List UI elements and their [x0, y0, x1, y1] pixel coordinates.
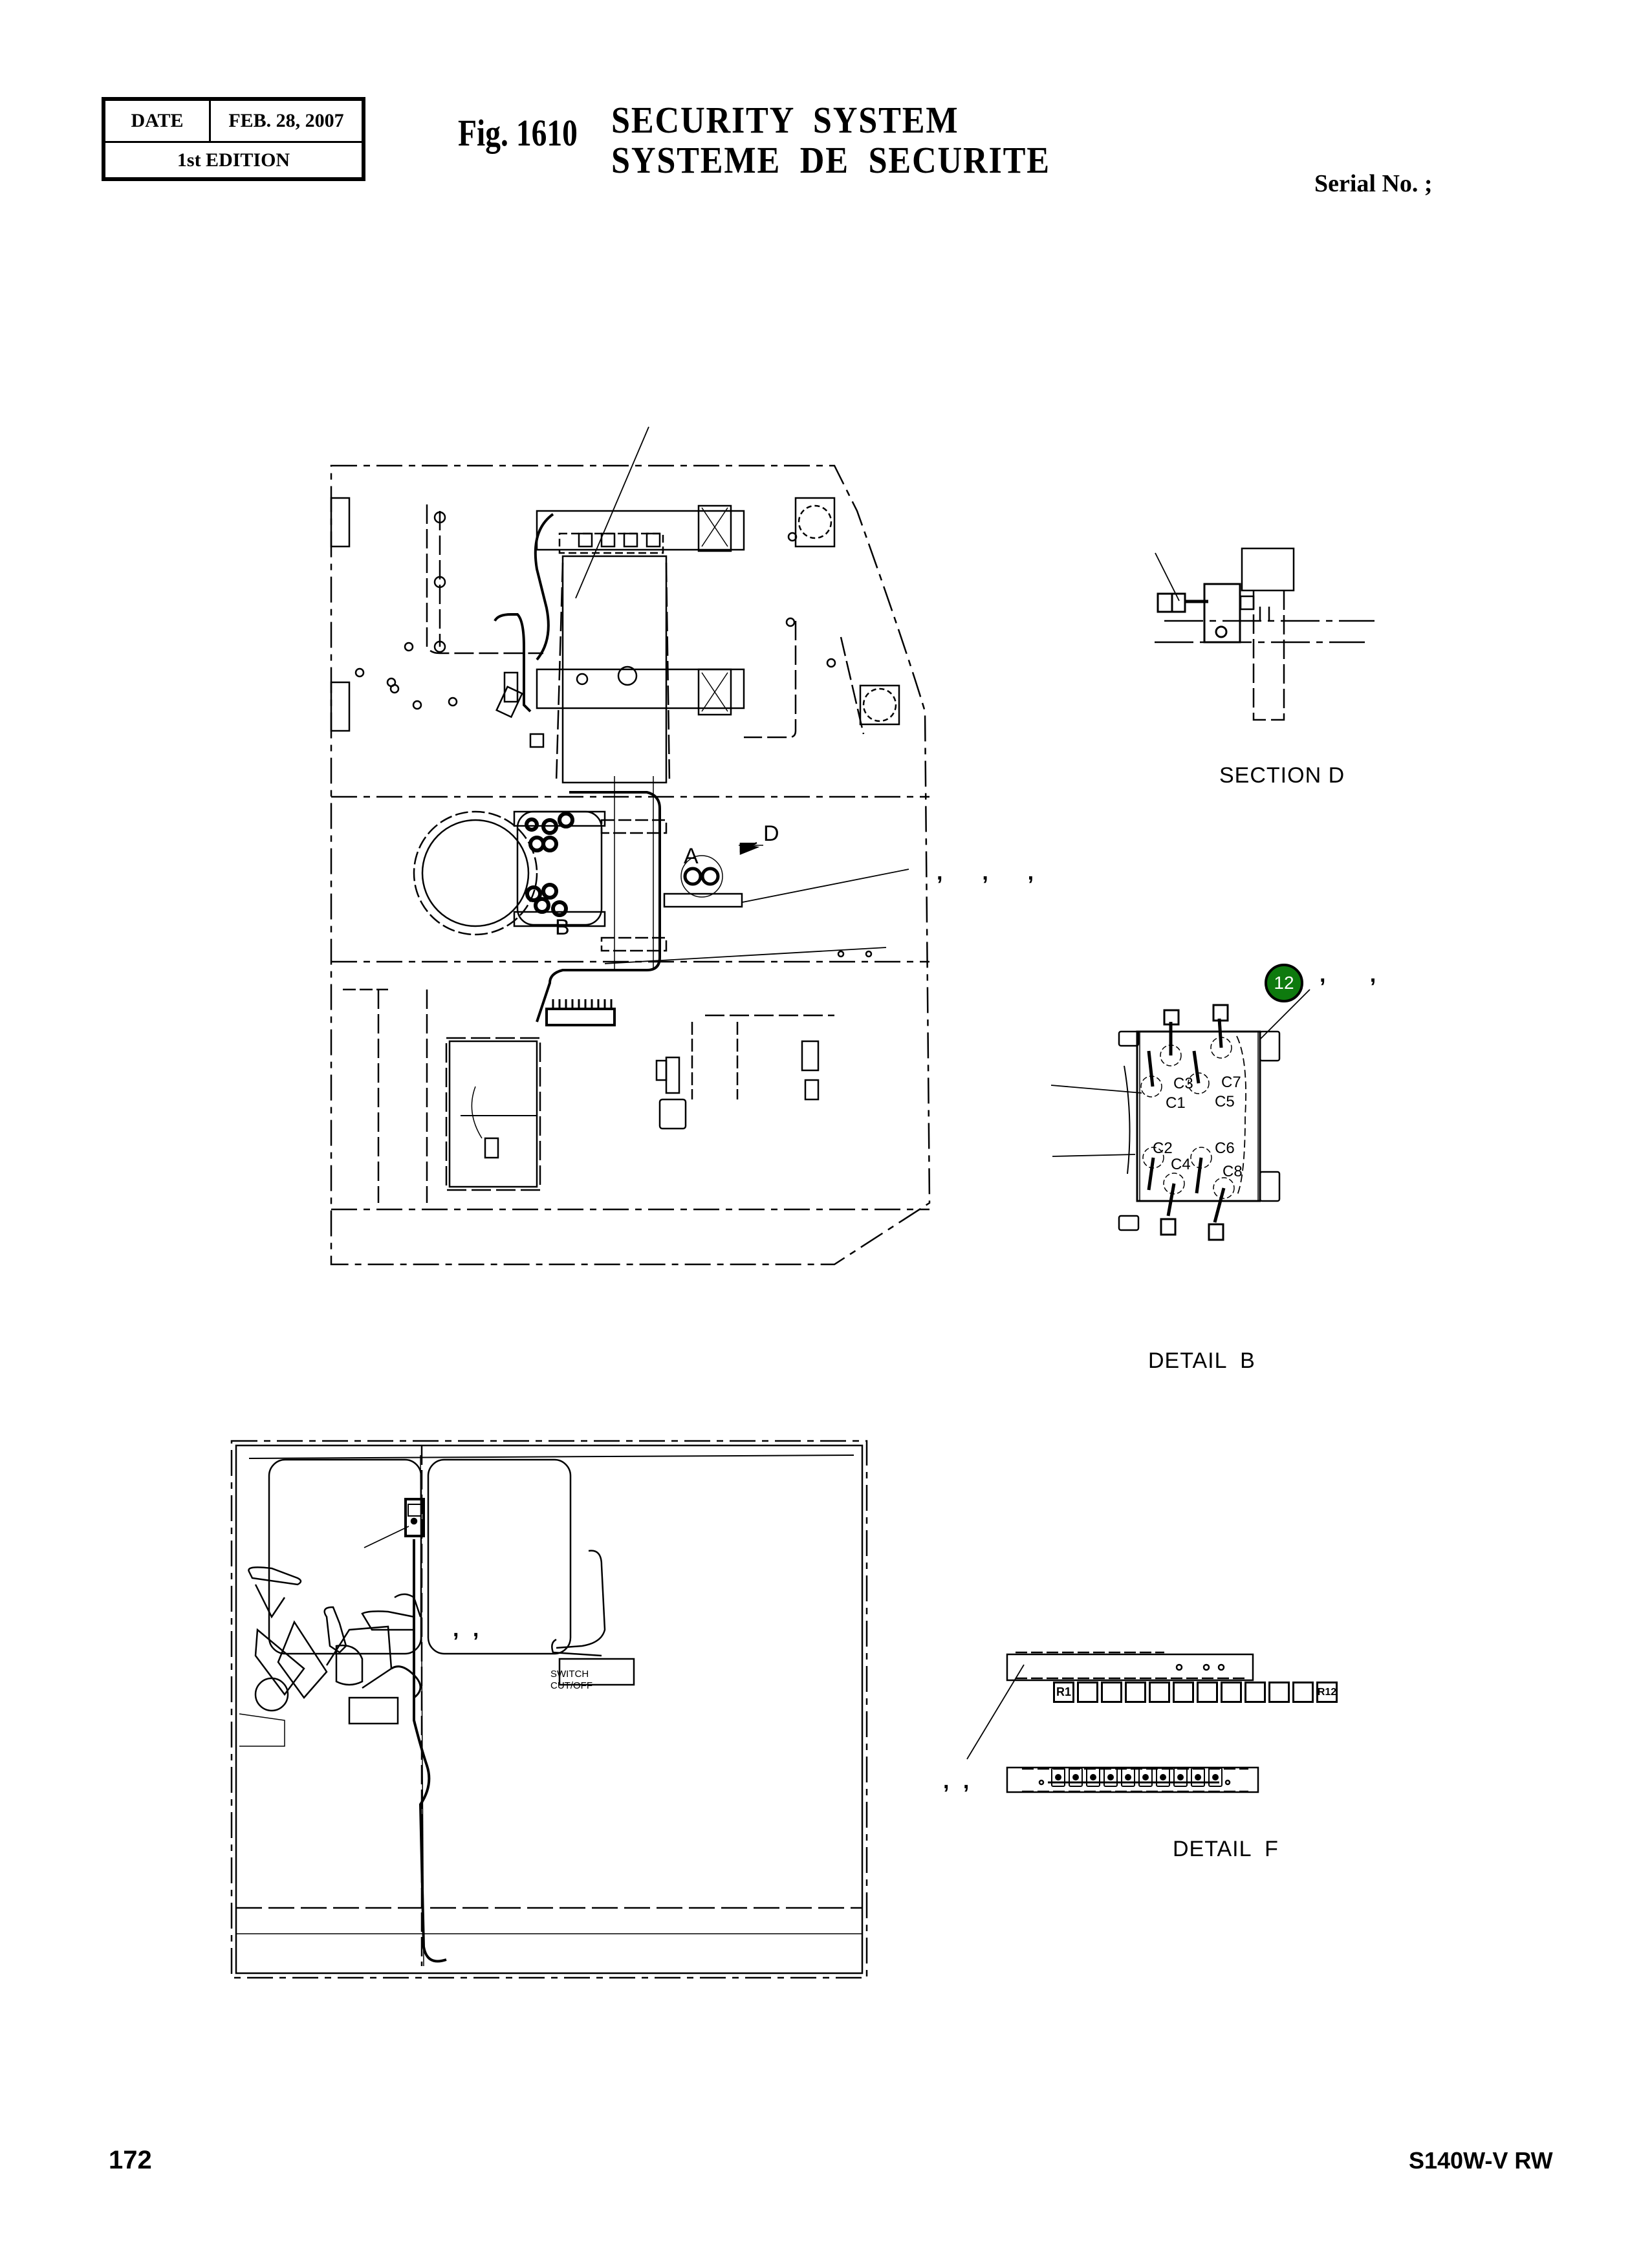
relay — [1149, 1682, 1170, 1703]
date-value: FEB. 28, 2007 — [228, 110, 344, 131]
connector-label-c6: C6 — [1215, 1140, 1235, 1157]
relay — [1197, 1682, 1218, 1703]
relay-socket — [1069, 1768, 1083, 1787]
connector-label-c5: C5 — [1215, 1093, 1235, 1110]
relay-socket — [1051, 1768, 1065, 1787]
relay — [1101, 1682, 1122, 1703]
relay — [1221, 1682, 1242, 1703]
relay — [1244, 1682, 1266, 1703]
upperstructure-top-view — [330, 426, 931, 1266]
reference-separators-detail-b: , , — [1320, 962, 1383, 987]
section-d-caption: SECTION D — [1219, 763, 1345, 788]
page-title-french: SYSTEME DE SECURITE — [611, 139, 1050, 181]
relay-row: R1 R12 — [1053, 1682, 1338, 1703]
model-code: S140W-V RW — [1409, 2147, 1553, 2174]
relay-socket — [1103, 1768, 1118, 1787]
detail-b-drawing — [1050, 989, 1310, 1241]
relay — [1173, 1682, 1194, 1703]
relay-socket — [1121, 1768, 1135, 1787]
reference-separators-detail-f: , , — [943, 1769, 973, 1793]
cab-side-view — [230, 1440, 868, 1979]
callout-d: D — [763, 821, 779, 846]
callout-b: B — [555, 915, 570, 940]
edition-label: 1st EDITION — [177, 149, 290, 171]
section-d-drawing — [1155, 547, 1375, 721]
connector-label-c1: C1 — [1166, 1094, 1186, 1112]
connector-label-c3: C3 — [1173, 1075, 1193, 1092]
relay-socket — [1173, 1768, 1188, 1787]
relay — [1077, 1682, 1098, 1703]
relay-base-row — [1051, 1768, 1223, 1787]
reference-separators-cab: , , — [453, 1617, 483, 1641]
relay-r1: R1 — [1053, 1682, 1074, 1703]
relay-socket — [1191, 1768, 1205, 1787]
relay — [1125, 1682, 1146, 1703]
switch-label-line2: CUT/OFF — [550, 1680, 592, 1691]
relay-r12: R12 — [1316, 1682, 1338, 1703]
relay — [1292, 1682, 1314, 1703]
switch-cutoff-label: SWITCH CUT/OFF — [550, 1669, 592, 1692]
page-number: 172 — [109, 2146, 152, 2174]
date-label: DATE — [105, 101, 211, 141]
connector-label-c7: C7 — [1221, 1074, 1241, 1091]
date-edition-box: DATE FEB. 28, 2007 1st EDITION — [102, 97, 365, 181]
figure-number: Fig. 1610 — [458, 112, 578, 154]
relay — [1268, 1682, 1290, 1703]
relay-socket — [1208, 1768, 1223, 1787]
connector-label-c8: C8 — [1223, 1163, 1243, 1180]
detail-b-caption: DETAIL B — [1148, 1348, 1255, 1373]
relay-socket — [1156, 1768, 1170, 1787]
page-title-english: SECURITY SYSTEM — [611, 99, 959, 141]
switch-label-line1: SWITCH — [550, 1669, 589, 1680]
detail-f-caption: DETAIL F — [1173, 1837, 1279, 1861]
part-number-badge[interactable]: 12 — [1265, 964, 1303, 1002]
connector-label-c2: C2 — [1153, 1140, 1173, 1157]
callout-a: A — [684, 844, 699, 869]
relay-socket — [1086, 1768, 1100, 1787]
connector-label-c4: C4 — [1171, 1156, 1191, 1173]
reference-separators-main: , , , — [937, 860, 1043, 885]
relay-socket — [1138, 1768, 1153, 1787]
serial-number-label: Serial No. ; — [1314, 170, 1433, 197]
